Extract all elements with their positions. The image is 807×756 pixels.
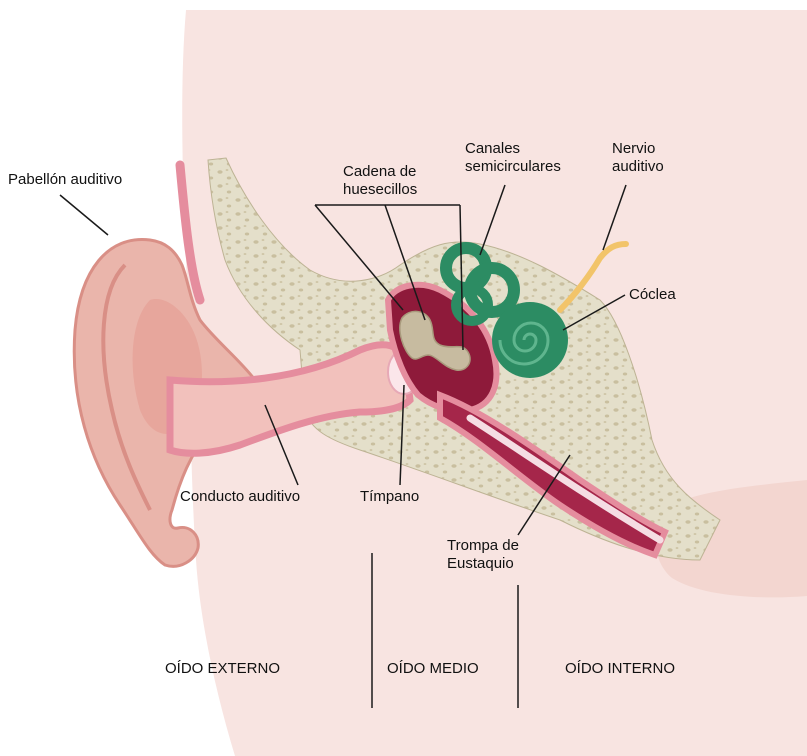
- label-trompa-line2: Eustaquio: [447, 555, 514, 572]
- label-nervio-line1: Nervio: [612, 140, 655, 157]
- label-cadena-line2: huesecillos: [343, 181, 417, 198]
- label-canales-line2: semicirculares: [465, 158, 561, 175]
- label-conducto: Conducto auditivo: [180, 488, 300, 505]
- label-canales-line1: Canales: [465, 140, 520, 157]
- section-oido-interno: OÍDO INTERNO: [565, 660, 675, 677]
- label-coclea: Cóclea: [629, 286, 676, 303]
- label-trompa-line1: Trompa de: [447, 537, 519, 554]
- label-timpano: Tímpano: [360, 488, 419, 505]
- label-nervio-line2: auditivo: [612, 158, 664, 175]
- label-cadena-line1: Cadena de: [343, 163, 416, 180]
- section-oido-externo: OÍDO EXTERNO: [165, 660, 280, 677]
- label-pabellon: Pabellón auditivo: [8, 171, 122, 188]
- leader-pabellon: [60, 195, 108, 235]
- section-oido-medio: OÍDO MEDIO: [387, 660, 479, 677]
- cochlea-shape: [492, 302, 568, 378]
